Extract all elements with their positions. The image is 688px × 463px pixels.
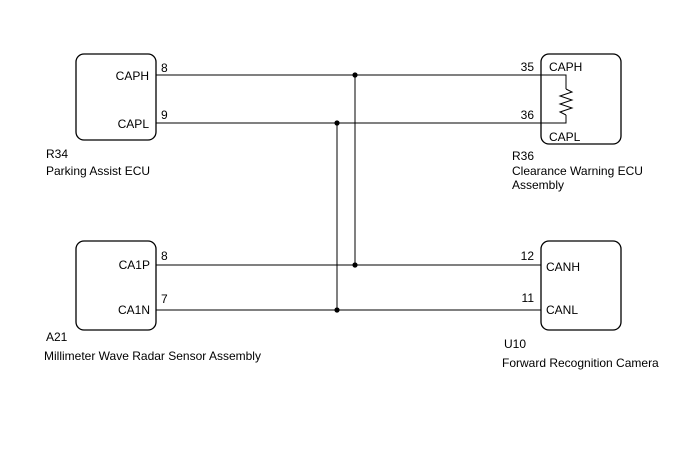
component-r36: CAPH CAPL 35 36 R36 Clearance Warning EC… <box>512 53 643 192</box>
component-u10: CANH CANL 12 11 U10 Forward Recognition … <box>502 240 659 370</box>
component-name-a21: Millimeter Wave Radar Sensor Assembly <box>44 349 261 363</box>
pin-name-r36-capl: CAPL <box>549 130 581 144</box>
component-code-r36: R36 <box>512 149 534 163</box>
component-name-r36-line1: Clearance Warning ECU <box>512 164 643 178</box>
pin-number-r36-caph: 35 <box>521 60 535 74</box>
component-r34: CAPH CAPL 8 9 R34 Parking Assist ECU <box>46 53 168 178</box>
ecu-box-r36 <box>540 53 622 145</box>
wiring <box>156 72 541 313</box>
ecu-box-u10 <box>540 240 622 331</box>
pin-name-u10-canh: CANH <box>546 260 580 274</box>
pin-name-a21-ca1p: CA1P <box>119 258 150 272</box>
pin-number-u10-canl: 11 <box>522 291 535 305</box>
pin-name-u10-canl: CANL <box>546 303 578 317</box>
component-code-u10: U10 <box>504 337 526 351</box>
resistor-zigzag-icon <box>541 74 574 124</box>
junction-dot <box>352 262 358 268</box>
junction-dot <box>334 307 340 313</box>
component-code-a21: A21 <box>46 330 68 344</box>
pin-number-u10-canh: 12 <box>521 249 535 263</box>
pin-name-r34-caph: CAPH <box>116 69 149 83</box>
component-name-r34: Parking Assist ECU <box>46 164 150 178</box>
pin-number-a21-ca1n: 7 <box>161 292 168 306</box>
pin-name-r36-caph: CAPH <box>549 60 582 74</box>
ecu-box-r34 <box>75 53 157 141</box>
pin-number-r34-caph: 8 <box>161 61 168 75</box>
pin-number-a21-ca1p: 8 <box>161 249 168 263</box>
junction-dot <box>352 72 358 78</box>
component-a21: CA1P CA1N 8 7 A21 Millimeter Wave Radar … <box>44 240 261 363</box>
pin-number-r34-capl: 9 <box>161 108 168 122</box>
pin-name-a21-ca1n: CA1N <box>118 303 150 317</box>
component-name-u10: Forward Recognition Camera <box>502 356 659 370</box>
component-code-r34: R34 <box>46 147 68 161</box>
pin-name-r34-capl: CAPL <box>118 117 150 131</box>
ecu-box-a21 <box>75 240 157 331</box>
pin-number-r36-capl: 36 <box>521 108 535 122</box>
component-name-r36-line2: Assembly <box>512 178 564 192</box>
junction-dot <box>334 120 340 126</box>
